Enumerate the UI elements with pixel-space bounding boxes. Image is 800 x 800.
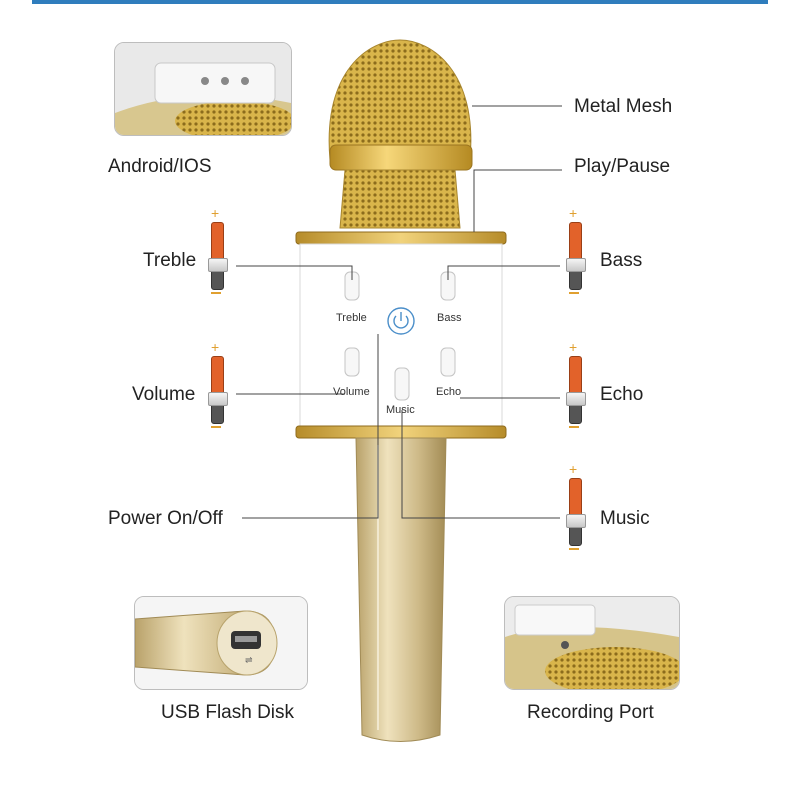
recording-port-inset xyxy=(504,596,680,690)
panel-label-bass: Bass xyxy=(437,312,462,324)
label-music: Music xyxy=(600,508,650,529)
metal-mesh-head xyxy=(328,39,473,229)
usb-detail-image: ⇌ xyxy=(135,597,307,689)
treble-slider-icon: + xyxy=(208,206,228,302)
music-slider-icon: + xyxy=(566,462,586,558)
android-ios-detail-image xyxy=(115,43,291,135)
label-echo: Echo xyxy=(600,384,644,405)
label-bass: Bass xyxy=(600,250,643,271)
bass-slider-icon: + xyxy=(566,206,586,302)
callout-lines xyxy=(236,105,562,519)
label-metal-mesh: Metal Mesh xyxy=(574,96,673,117)
echo-slider-icon: + xyxy=(566,340,586,436)
label-volume: Volume xyxy=(132,384,196,405)
label-treble: Treble xyxy=(143,250,197,271)
recording-port-detail-image xyxy=(505,597,679,689)
label-recording-port: Recording Port xyxy=(527,702,654,723)
label-usb-flash-disk: USB Flash Disk xyxy=(161,702,295,723)
label-power: Power On/Off xyxy=(108,508,223,529)
label-play-pause: Play/Pause xyxy=(574,156,671,177)
panel-label-treble: Treble xyxy=(336,312,367,324)
control-panel xyxy=(295,231,507,439)
usb-icon: ⇌ xyxy=(245,655,253,665)
volume-slider-icon: + xyxy=(208,340,228,436)
panel-label-echo: Echo xyxy=(436,386,462,398)
android-ios-inset xyxy=(114,42,292,136)
panel-label-music: Music xyxy=(386,404,415,416)
top-accent-line xyxy=(32,0,768,4)
usb-flash-disk-inset: ⇌ xyxy=(134,596,308,690)
panel-label-volume: Volume xyxy=(333,386,370,398)
label-android-ios: Android/IOS xyxy=(108,156,212,177)
